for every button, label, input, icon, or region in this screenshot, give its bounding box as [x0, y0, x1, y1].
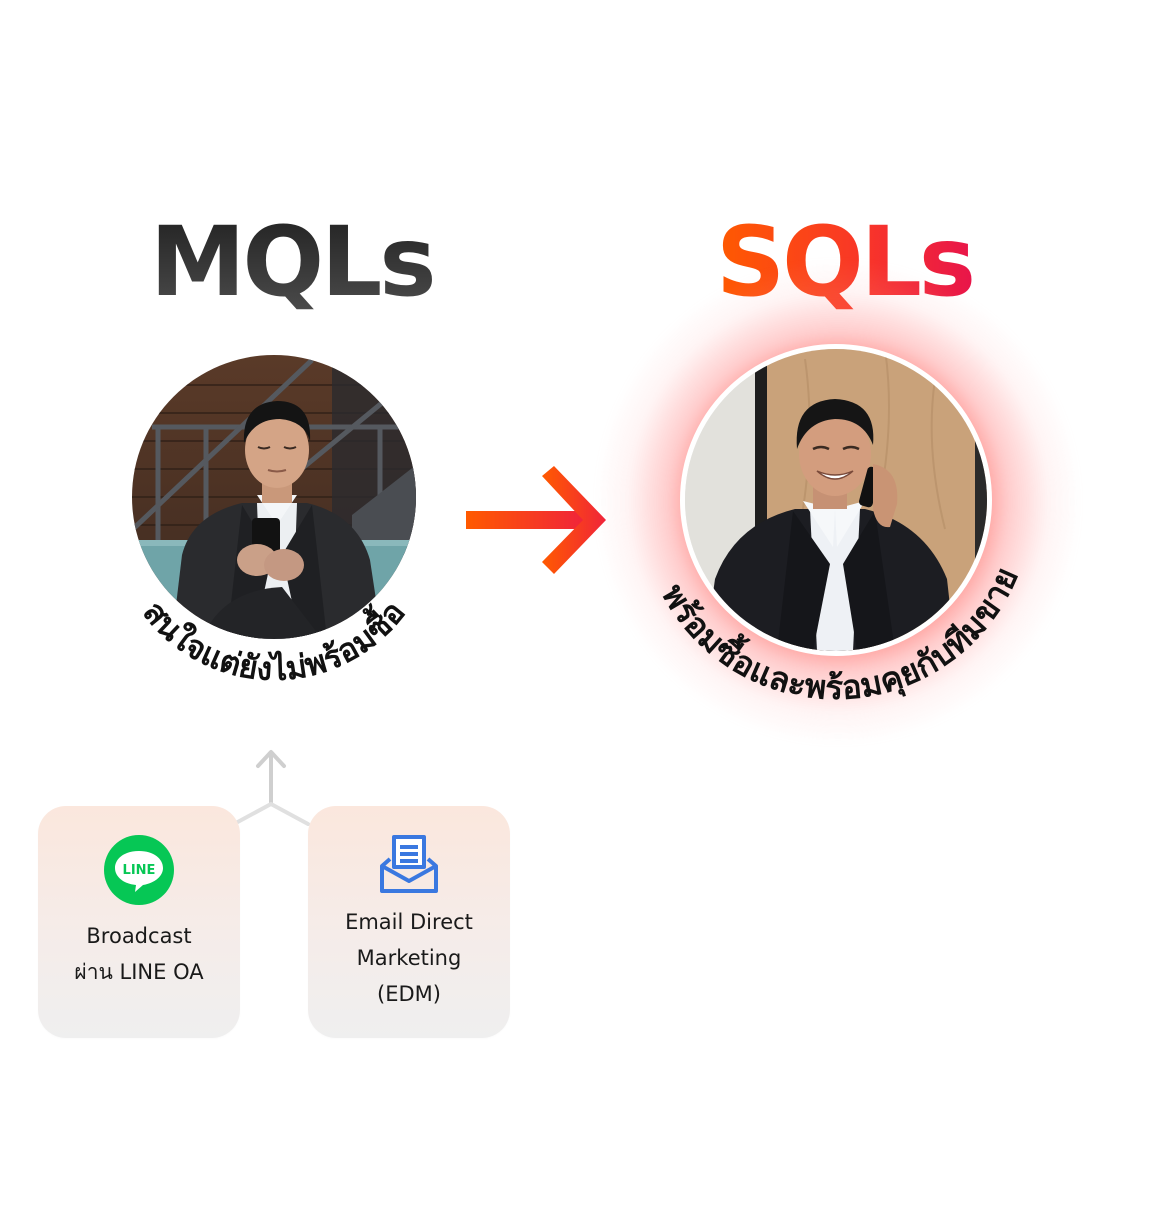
- email-envelope-icon: [380, 835, 438, 893]
- sql-caption-text: พร้อมซื้อและพร้อมคุยกับทีมขาย: [654, 561, 1026, 707]
- line-icon: LINE: [104, 835, 174, 905]
- mql-photo: [132, 355, 416, 639]
- arrow-up-icon: [232, 750, 310, 826]
- channel-label-email: Email Direct Marketing (EDM): [308, 904, 510, 1012]
- channel-label-line-2: ผ่าน LINE OA: [74, 960, 204, 984]
- channel-card-email: Email Direct Marketing (EDM): [308, 806, 510, 1038]
- svg-text:สนใจแต่ยังไม่พร้อมซื้อ: สนใจแต่ยังไม่พร้อมซื้อ: [135, 593, 412, 688]
- mql-title: MQLs: [150, 206, 436, 318]
- mql-caption-text: สนใจแต่ยังไม่พร้อมซื้อ: [135, 593, 412, 688]
- arrow-right-icon: [466, 466, 606, 574]
- channel-label-line: Broadcast ผ่าน LINE OA: [38, 918, 240, 990]
- mql-caption: สนใจแต่ยังไม่พร้อมซื้อ: [135, 593, 412, 688]
- sql-caption: พร้อมซื้อและพร้อมคุยกับทีมขาย: [654, 561, 1026, 707]
- channel-card-line-oa: LINE Broadcast ผ่าน LINE OA: [38, 806, 240, 1038]
- channel-label-line-1: Broadcast: [86, 924, 192, 948]
- channels-connector: [232, 750, 310, 826]
- svg-text:พร้อมซื้อและพร้อมคุยกับทีมขาย: พร้อมซื้อและพร้อมคุยกับทีมขาย: [654, 561, 1026, 707]
- line-icon-text: LINE: [123, 863, 156, 878]
- man-looking-at-phone-image: [132, 355, 416, 639]
- channel-label-email-1: Email Direct: [345, 910, 473, 934]
- channel-label-email-3: (EDM): [377, 982, 441, 1006]
- channel-label-email-2: Marketing: [356, 946, 462, 970]
- sql-photo: [680, 344, 992, 656]
